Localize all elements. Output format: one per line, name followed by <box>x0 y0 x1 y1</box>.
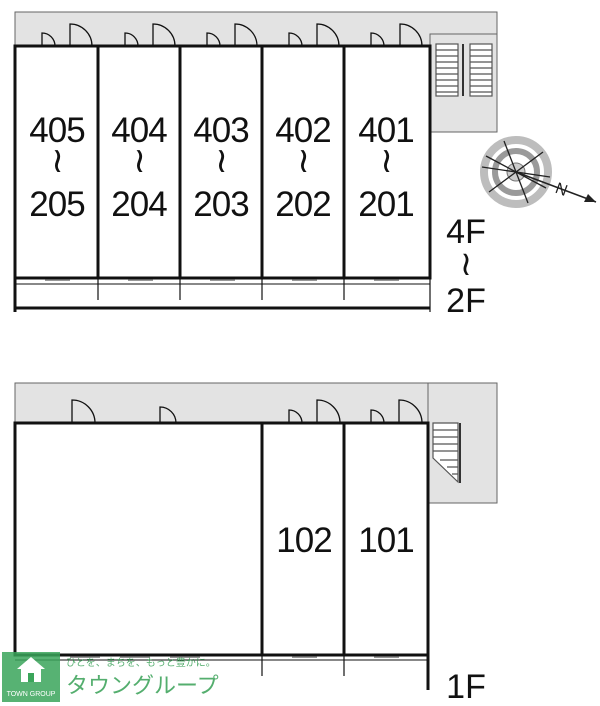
first-floor-doors <box>71 399 423 424</box>
compass-north-letter: N <box>553 180 570 200</box>
unit-label-402: 402 <box>275 111 330 150</box>
unit-102 <box>260 421 346 657</box>
floor-label-top: 4F <box>446 213 486 251</box>
unit-label-403: 403 <box>193 111 248 150</box>
house-icon <box>17 657 45 682</box>
unit-label-101: 101 <box>358 521 413 560</box>
first-floor-units <box>13 421 430 657</box>
upper-balcony <box>13 277 431 312</box>
upper-units <box>13 44 432 280</box>
first-floor-large-space <box>13 421 264 657</box>
logo-company-small: TOWN GROUP <box>7 691 56 698</box>
unit-label-204: 204 <box>111 185 167 224</box>
floor-label-range: ≀ <box>460 245 473 283</box>
compass-icon: N <box>480 136 597 208</box>
unit-401-201 <box>342 44 432 280</box>
upper-stairs <box>435 43 493 97</box>
unit-label-205: 205 <box>29 185 84 224</box>
unit-label-range-402: ≀ <box>297 141 309 180</box>
upper-floors-plan: 405 ≀ 205 404 ≀ 204 403 ≀ 203 402 ≀ 202 … <box>13 11 498 320</box>
unit-label-range-401: ≀ <box>380 141 392 180</box>
unit-label-102: 102 <box>276 521 331 560</box>
unit-label-range-403: ≀ <box>215 141 227 180</box>
first-floor-corridor <box>14 382 498 424</box>
unit-label-range-404: ≀ <box>133 141 145 180</box>
unit-label-range-405: ≀ <box>51 141 63 180</box>
upper-floor-label: 4F ≀ 2F <box>446 213 486 320</box>
logo-brand-name: タウングループ <box>66 674 219 699</box>
unit-label-201: 201 <box>358 185 413 224</box>
first-floor-front-edge <box>15 654 430 690</box>
first-floor-plan: 102 101 1F <box>13 382 498 706</box>
upper-doors <box>41 23 423 47</box>
first-floor-stairs <box>432 422 461 484</box>
company-logo: TOWN GROUP ひとを、まちを、もっと豊かに。 タウングループ <box>2 652 219 702</box>
unit-label-405: 405 <box>29 111 84 150</box>
unit-label-404: 404 <box>111 111 167 150</box>
floor-label-1f: 1F <box>446 668 486 706</box>
upper-unit-labels: 405 ≀ 205 404 ≀ 204 403 ≀ 203 402 ≀ 202 … <box>29 111 414 224</box>
logo-slogan: ひとを、まちを、もっと豊かに。 <box>66 656 216 669</box>
unit-101 <box>342 421 430 657</box>
unit-label-202: 202 <box>275 185 330 224</box>
floor-label-bottom: 2F <box>446 282 486 320</box>
unit-label-401: 401 <box>358 111 413 150</box>
unit-label-203: 203 <box>193 185 248 224</box>
